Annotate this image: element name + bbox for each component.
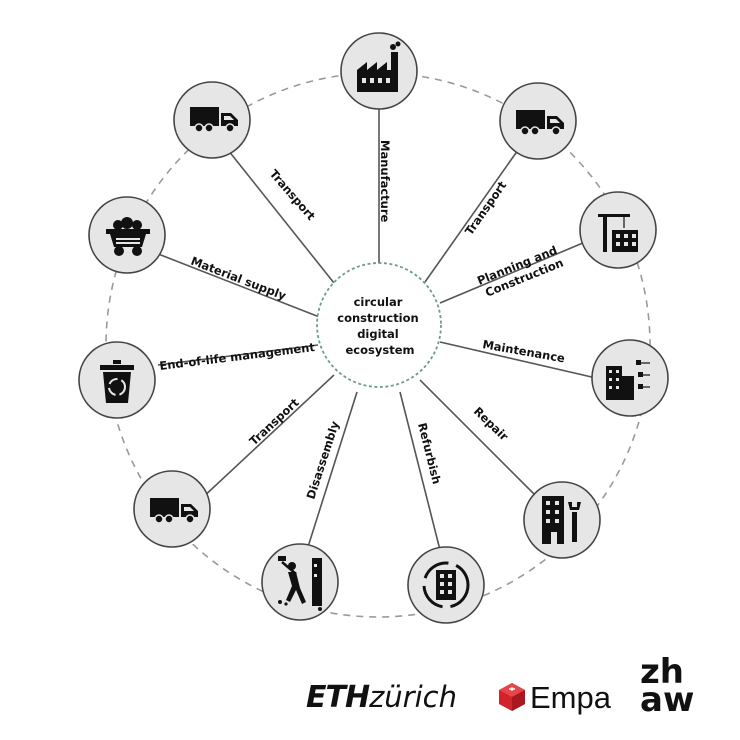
spokes <box>147 100 597 551</box>
label-transport-bottom-left: Transport <box>246 395 302 448</box>
building-refresh-icon <box>422 561 470 609</box>
empa-logo-text: Empa <box>530 680 611 715</box>
label-planning-construction: Planning and Construction <box>475 241 568 300</box>
center-title: circular construction digital ecosystem <box>337 295 422 357</box>
eth-logo-bold: ETH <box>306 680 370 715</box>
center-line-4: ecosystem <box>346 343 415 357</box>
crane-building-icon <box>598 214 638 252</box>
eth-zurich-logo: ETHzürich <box>306 680 457 715</box>
empa-cube-icon <box>499 683 525 711</box>
mine-cart-icon <box>106 217 150 256</box>
label-end-of-life: End-of-life management <box>159 340 316 373</box>
demolition-worker-icon <box>278 556 322 611</box>
center-line-1: circular <box>354 295 403 309</box>
label-material-supply: Material supply <box>189 254 289 303</box>
label-manufacture: Manufacture <box>378 140 392 223</box>
label-transport-top-right: Transport <box>462 178 510 238</box>
building-maintenance-icon <box>606 360 650 400</box>
zhaw-logo-bottom: aw <box>640 680 695 720</box>
logo-bar: ETHzürich Empa zh aw <box>0 640 740 740</box>
label-transport-top-left: Transport <box>267 167 319 224</box>
node-disassembly[interactable] <box>261 543 339 621</box>
label-refurbish: Refurbish <box>415 421 444 485</box>
center-line-2: construction <box>337 311 418 325</box>
building-wrench-icon <box>542 496 581 544</box>
center-line-3: digital <box>357 327 399 341</box>
zhaw-logo: zh aw <box>640 652 704 720</box>
eth-logo-light: zürich <box>369 680 457 714</box>
factory-icon <box>357 41 401 92</box>
recycle-bin-icon <box>100 360 134 403</box>
center-circle <box>316 262 442 388</box>
zhaw-logo-top: zh <box>640 652 684 692</box>
